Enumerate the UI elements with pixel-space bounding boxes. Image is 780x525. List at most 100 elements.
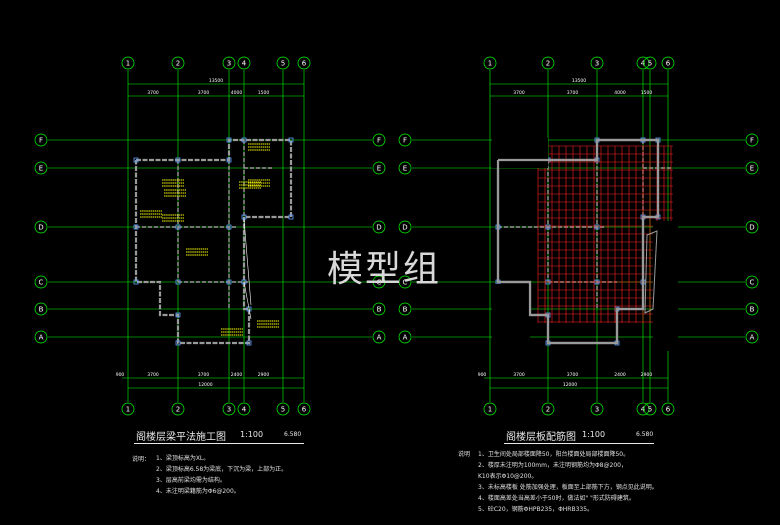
dimension-text: 12000 bbox=[198, 382, 212, 388]
mask-area bbox=[492, 138, 548, 168]
grid-label: 6 bbox=[302, 60, 307, 68]
grid-bubble bbox=[661, 402, 675, 416]
dimension-text: 2400 bbox=[614, 372, 626, 378]
dimension-text: 1500 bbox=[258, 90, 270, 96]
grid-label: 3 bbox=[227, 406, 231, 414]
watermark-text: 模型组 bbox=[327, 249, 442, 290]
grid-label: 2 bbox=[546, 60, 550, 68]
grid-bubble bbox=[372, 161, 386, 175]
stair-outline bbox=[644, 230, 658, 314]
right-notes: 1、卫生间处局部楼面降50，阳台楼面处局部楼面降50。 2、楼厚未注明为100m… bbox=[478, 449, 658, 515]
dimension-text: 2900 bbox=[641, 372, 653, 378]
grid-label: 1 bbox=[126, 406, 130, 414]
dimension-text: 3700 bbox=[198, 90, 210, 96]
column-marker bbox=[226, 137, 232, 143]
column-marker bbox=[175, 279, 181, 285]
grid-bubble bbox=[276, 402, 290, 416]
dimension-text: 4000 bbox=[231, 90, 243, 96]
grid-bubble bbox=[372, 275, 386, 289]
grid-label: 5 bbox=[281, 60, 285, 68]
grid-bubble bbox=[171, 402, 185, 416]
grid-bubble bbox=[541, 56, 555, 70]
dimension-text: 13500 bbox=[209, 78, 223, 84]
grid-bubble bbox=[121, 402, 135, 416]
column-marker bbox=[133, 224, 139, 230]
grid-label: 3 bbox=[595, 406, 599, 414]
grid-label: D bbox=[38, 224, 43, 232]
left-drawing-scale: 1:100 bbox=[240, 430, 264, 439]
grid-bubble bbox=[34, 302, 48, 316]
grid-bubble bbox=[398, 275, 412, 289]
column-marker bbox=[288, 137, 294, 143]
grid-label: 2 bbox=[546, 406, 550, 414]
grid-bubble bbox=[541, 402, 555, 416]
dimension-text: 13500 bbox=[572, 78, 586, 84]
grid-bubble bbox=[34, 275, 48, 289]
grid-label: A bbox=[39, 334, 44, 342]
mask-area bbox=[492, 284, 530, 359]
note-line: 4、未注明梁籍筋为Φ6@200。 bbox=[156, 488, 240, 495]
dimension-text: 900 bbox=[116, 372, 125, 378]
column-marker bbox=[175, 224, 181, 230]
grid-label: 3 bbox=[227, 60, 231, 68]
grid-label: 4 bbox=[242, 406, 247, 414]
grid-label: 6 bbox=[302, 406, 307, 414]
grid-label: 5 bbox=[648, 60, 652, 68]
grid-bubble bbox=[276, 56, 290, 70]
grid-bubble bbox=[483, 402, 497, 416]
grid-bubble bbox=[590, 56, 604, 70]
column-marker bbox=[241, 137, 247, 143]
grid-bubble bbox=[372, 220, 386, 234]
note-line: 4、楼面高差处当高差小于50时，做法如" "形式防碍建筑。 bbox=[478, 495, 635, 502]
grid-label: 4 bbox=[641, 60, 646, 68]
left-notes-heading: 说明： bbox=[132, 456, 151, 463]
grid-bubble bbox=[297, 56, 311, 70]
note-line: 2、梁顶标高6.58为梁底，下沉为梁，上部为正。 bbox=[156, 466, 288, 473]
left-elevation-mark: 6.580 bbox=[284, 431, 302, 438]
right-notes-heading: 说明 bbox=[458, 451, 471, 458]
right-title-underline bbox=[504, 443, 654, 444]
grid-bubble bbox=[34, 133, 48, 147]
dimension-text: 3700 bbox=[567, 90, 579, 96]
building-outline bbox=[134, 138, 293, 345]
grid-label: 1 bbox=[126, 60, 130, 68]
dimension-text: 2900 bbox=[258, 372, 270, 378]
grid-label: E bbox=[377, 165, 381, 173]
column-marker bbox=[246, 340, 252, 346]
grid-label: 4 bbox=[641, 406, 646, 414]
right-elevation-mark: 6.580 bbox=[636, 431, 654, 438]
column-marker bbox=[594, 224, 600, 230]
grid-label: 1 bbox=[488, 60, 492, 68]
dimension-text: 3700 bbox=[198, 372, 210, 378]
grid-bubble bbox=[398, 330, 412, 344]
dimension-text: 900 bbox=[478, 372, 487, 378]
grid-bubble bbox=[372, 302, 386, 316]
grid-label: F bbox=[39, 137, 43, 145]
column-marker bbox=[175, 340, 181, 346]
dimension-text: 12000 bbox=[563, 382, 577, 388]
left-title-underline bbox=[134, 443, 304, 444]
dimension-text: 3700 bbox=[567, 372, 579, 378]
building-outline bbox=[496, 138, 660, 345]
column-marker bbox=[241, 279, 247, 285]
grid-label: 6 bbox=[666, 406, 671, 414]
note-line: 5、砼C20，钢筋ΦHPB235，ΦHRB335。 bbox=[478, 506, 594, 513]
left-notes: 1、梁顶标高为XL。 2、梁顶标高6.58为梁底，下沉为梁，上部为正。 3、层高… bbox=[156, 453, 287, 497]
grid-bubble bbox=[121, 56, 135, 70]
grid-label: D bbox=[749, 224, 754, 232]
grid-bubble bbox=[643, 402, 657, 416]
grid-bubble bbox=[222, 56, 236, 70]
grid-bubble bbox=[398, 220, 412, 234]
dimension-text: 4000 bbox=[614, 90, 626, 96]
grid-bubble bbox=[237, 402, 251, 416]
right-drawing-title: 阁楼层板配筋图 bbox=[506, 432, 576, 443]
grid-bubble bbox=[297, 402, 311, 416]
grid-bubble bbox=[34, 161, 48, 175]
grid-label: A bbox=[750, 334, 755, 342]
grid-label: A bbox=[403, 334, 408, 342]
grid-bubble bbox=[745, 220, 759, 234]
grid-label: A bbox=[377, 334, 382, 342]
grid-label: D bbox=[376, 224, 381, 232]
